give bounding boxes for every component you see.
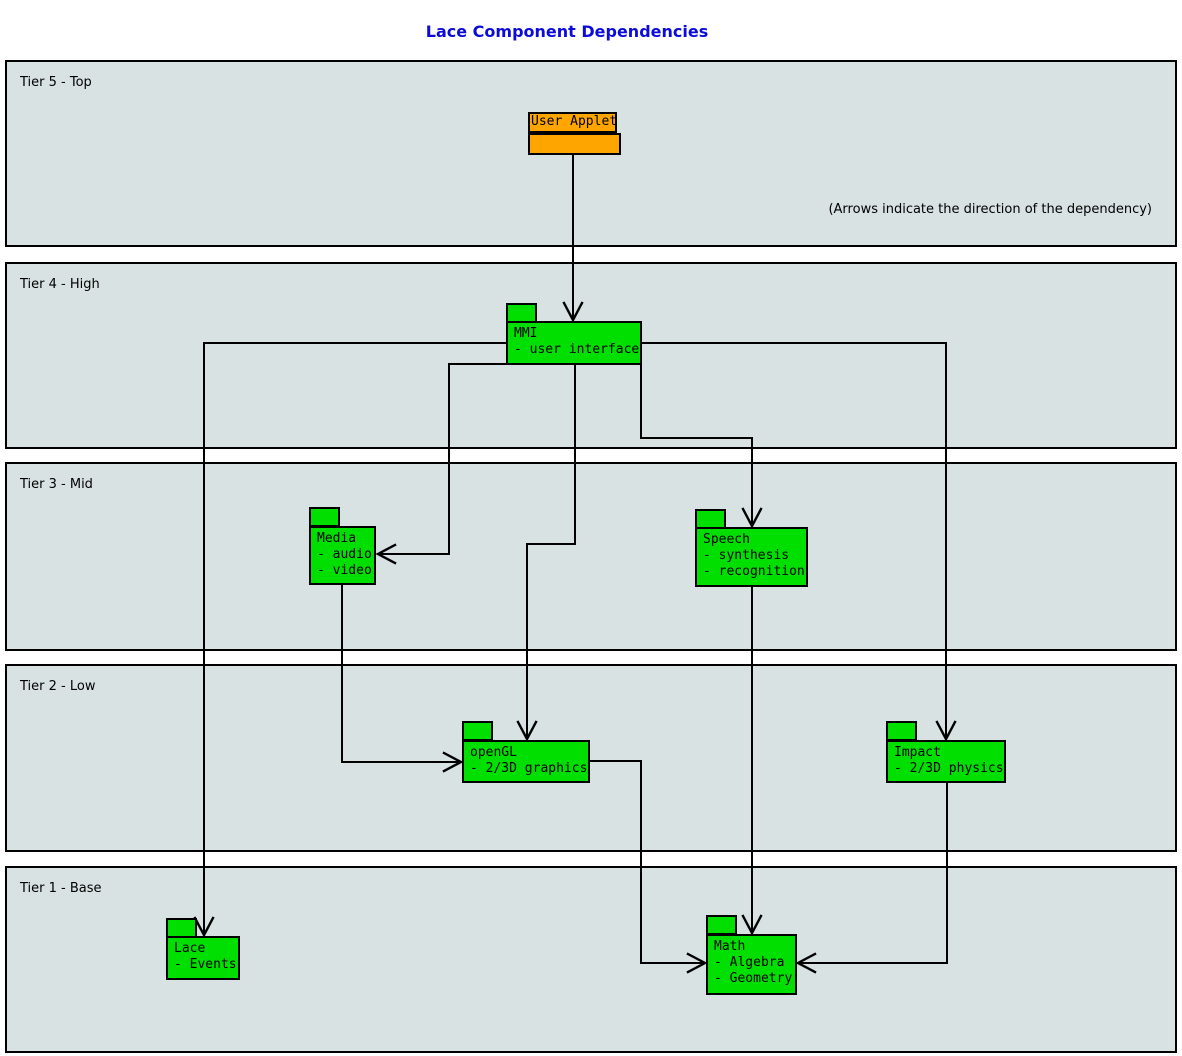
- arrowhead-into-opengl-top-icon: [516, 720, 538, 742]
- math-detail-1: - Algebra: [714, 955, 785, 970]
- user-applet-label-box: User Applet: [528, 112, 617, 133]
- media-folder-tab: [309, 507, 340, 527]
- speech-detail-2: - recognition: [703, 564, 805, 579]
- speech-folder-body: Speech - synthesis - recognition: [695, 527, 808, 587]
- user-applet-body-box: [528, 133, 621, 155]
- math-detail-2: - Geometry: [714, 971, 793, 986]
- media-folder-body: Media - audio - video: [309, 526, 376, 585]
- edge-media-to-opengl: [341, 585, 459, 763]
- mmi-folder-tab: [506, 303, 537, 323]
- tier-5-label: Tier 5 - Top: [20, 75, 92, 90]
- edge-mmi-to-speech: [640, 365, 753, 525]
- lace-folder-body: Lace - Events: [166, 936, 240, 980]
- media-name: Media: [317, 531, 357, 546]
- impact-folder-tab: [886, 721, 917, 741]
- math-folder-body: Math - Algebra - Geometry: [706, 934, 797, 995]
- math-name: Math: [714, 939, 746, 954]
- media-detail-1: - audio: [317, 547, 372, 562]
- opengl-detail: - 2/3D graphics: [470, 761, 588, 776]
- arrowhead-into-media-icon: [375, 543, 397, 565]
- lace-name: Lace: [174, 941, 206, 956]
- edge-mmi-to-opengl: [526, 365, 576, 738]
- impact-name: Impact: [894, 745, 941, 760]
- math-folder-tab: [706, 915, 737, 935]
- arrowhead-into-impact-icon: [935, 720, 957, 742]
- mmi-detail: - user interface: [514, 342, 640, 357]
- speech-name: Speech: [703, 532, 750, 547]
- mmi-name: MMI: [514, 326, 538, 341]
- opengl-name: openGL: [470, 745, 517, 760]
- arrowhead-into-mmi-icon: [562, 301, 584, 323]
- opengl-folder-body: openGL - 2/3D graphics: [462, 740, 590, 783]
- impact-detail: - 2/3D physics: [894, 761, 1004, 776]
- impact-folder-body: Impact - 2/3D physics: [886, 740, 1006, 783]
- speech-detail-1: - synthesis: [703, 548, 790, 563]
- tier-2-label: Tier 2 - Low: [20, 679, 96, 694]
- speech-folder-tab: [695, 509, 726, 529]
- arrowhead-into-math-left-icon: [686, 952, 708, 974]
- lace-detail: - Events: [174, 957, 237, 972]
- tier-4-label: Tier 4 - High: [20, 277, 100, 292]
- media-detail-2: - video: [317, 563, 372, 578]
- arrowhead-into-speech-icon: [741, 507, 763, 529]
- arrowhead-into-lace-icon: [193, 916, 215, 938]
- mmi-folder-body: MMI - user interface: [506, 321, 642, 365]
- edge-opengl-to-math: [590, 760, 703, 964]
- edge-mmi-to-impact: [642, 342, 947, 738]
- arrowhead-into-math-right-icon: [795, 952, 817, 974]
- arrowhead-into-math-top-icon: [741, 914, 763, 936]
- lace-folder-tab: [166, 918, 197, 938]
- arrowhead-into-opengl-left-icon: [442, 751, 464, 773]
- diagram-title: Lace Component Dependencies: [425, 22, 709, 41]
- tier-band-2: Tier 2 - Low: [5, 664, 1177, 852]
- tier-3-label: Tier 3 - Mid: [20, 477, 93, 492]
- tier-band-3: Tier 3 - Mid: [5, 462, 1177, 651]
- edge-mmi-to-media: [380, 363, 506, 555]
- opengl-folder-tab: [462, 721, 493, 741]
- dependency-direction-note: (Arrows indicate the direction of the de…: [828, 202, 1152, 217]
- edge-mmi-to-lace: [203, 342, 506, 933]
- edge-impact-to-math: [800, 783, 948, 964]
- tier-1-label: Tier 1 - Base: [20, 881, 102, 896]
